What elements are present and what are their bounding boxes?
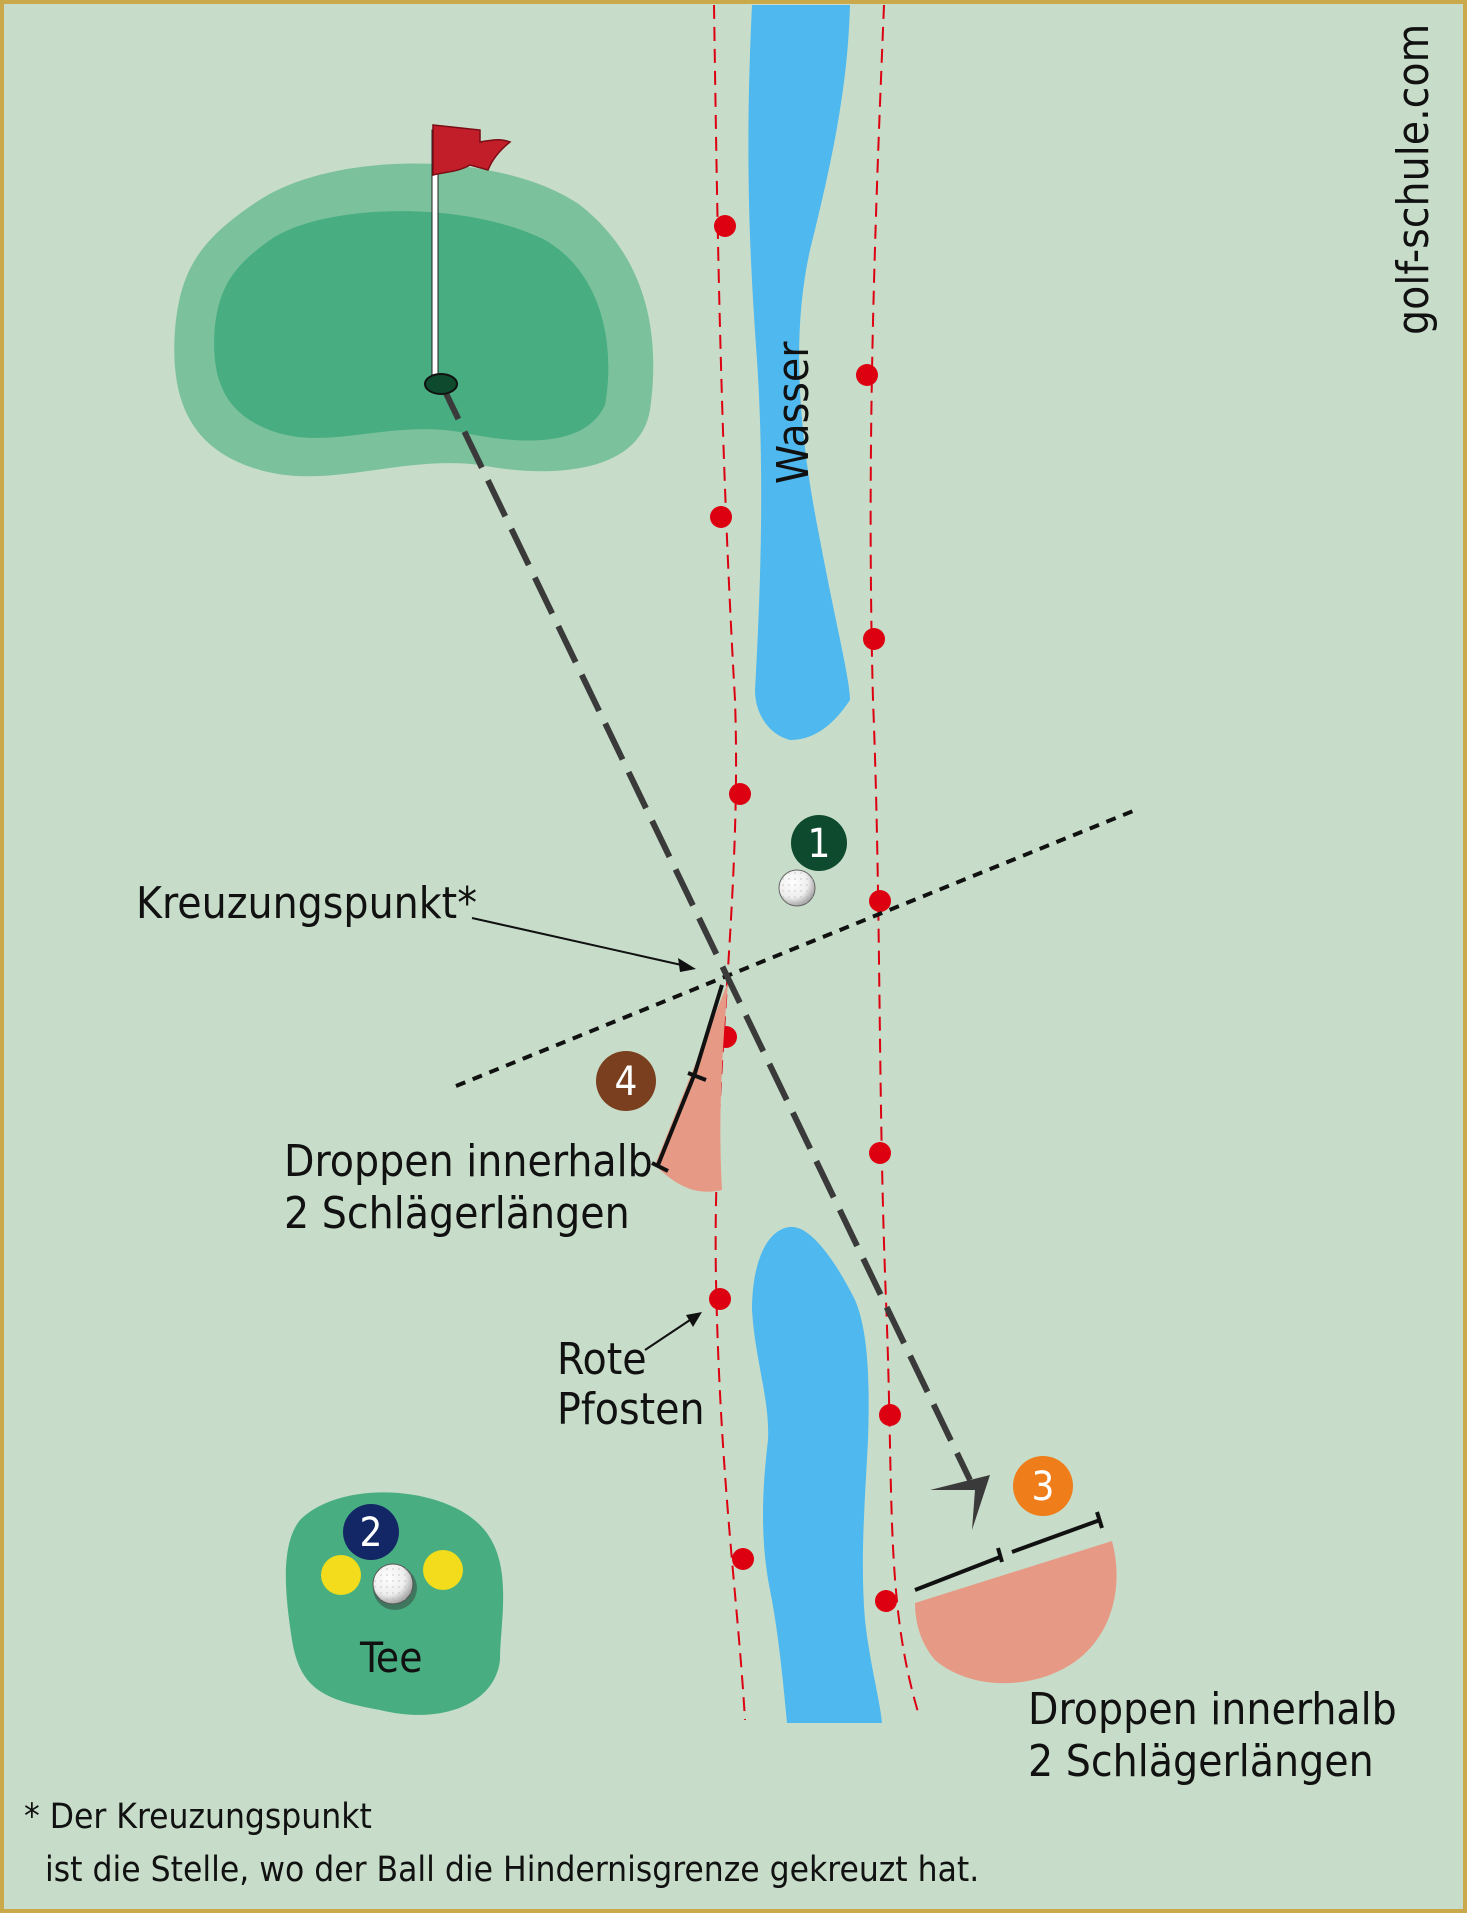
tee-marker-right [423, 1550, 463, 1590]
red-post [714, 215, 736, 237]
red-post [869, 1142, 891, 1164]
tee-marker-left [321, 1555, 361, 1595]
red-post [856, 364, 878, 386]
marker-1: 1 [791, 815, 847, 871]
red-post [710, 506, 732, 528]
line-of-play-arrowhead [930, 1475, 990, 1530]
drop-left-label-line2: 2 Schlägerlängen [284, 1188, 630, 1239]
red-post [732, 1548, 754, 1570]
marker-4-label: 4 [615, 1059, 638, 1105]
crossing-point-pointer [471, 917, 687, 967]
marker-2: 2 [343, 1504, 399, 1560]
drop-right-label-line2: 2 Schlägerlängen [1028, 1736, 1374, 1787]
red-posts-label-line2: Pfosten [557, 1384, 705, 1435]
flag-icon [432, 124, 512, 176]
red-posts-label-line1: Rote [557, 1334, 647, 1385]
hazard-boundary-left [713, 4, 746, 1721]
club-length-marks-left [651, 984, 724, 1173]
drop-left-label-line1: Droppen innerhalb [284, 1136, 653, 1187]
line-of-play [438, 381, 973, 1482]
crossing-point-arrowhead [678, 958, 696, 972]
red-posts-arrowhead [686, 1312, 702, 1327]
hole-icon [424, 373, 458, 395]
red-post [875, 1590, 897, 1612]
water-hazard-lower [752, 1226, 882, 1723]
water-label: Wasser [768, 341, 819, 484]
water-hazard-upper [748, 5, 850, 740]
tee-ball-dimples [373, 1564, 413, 1604]
drop-zone-right [915, 1541, 1117, 1684]
ball-dimples [779, 870, 815, 906]
footnote-line1: * Der Kreuzungspunkt [24, 1797, 372, 1837]
putting-green [214, 211, 609, 441]
drop-right-label-line1: Droppen innerhalb [1028, 1684, 1397, 1735]
marker-3: 3 [1013, 1456, 1073, 1516]
club-length-marks-right [914, 1511, 1104, 1592]
marker-1-label: 1 [808, 821, 831, 867]
watermark-text: golf-schule.com [1388, 24, 1439, 335]
red-post [709, 1288, 731, 1310]
red-post [863, 628, 885, 650]
footnote-line2: ist die Stelle, wo der Ball die Hinderni… [45, 1850, 979, 1890]
reference-line [455, 807, 1139, 1088]
marker-3-label: 3 [1032, 1464, 1055, 1510]
red-posts-pointer [644, 1317, 694, 1351]
crossing-point-label: Kreuzungspunkt* [136, 878, 477, 929]
marker-4: 4 [596, 1051, 656, 1111]
red-post [879, 1404, 901, 1426]
hazard-boundary-right [869, 4, 919, 1713]
red-post [869, 890, 891, 912]
marker-2-label: 2 [360, 1510, 383, 1556]
tee-label: Tee [359, 1633, 422, 1682]
red-post [729, 783, 751, 805]
